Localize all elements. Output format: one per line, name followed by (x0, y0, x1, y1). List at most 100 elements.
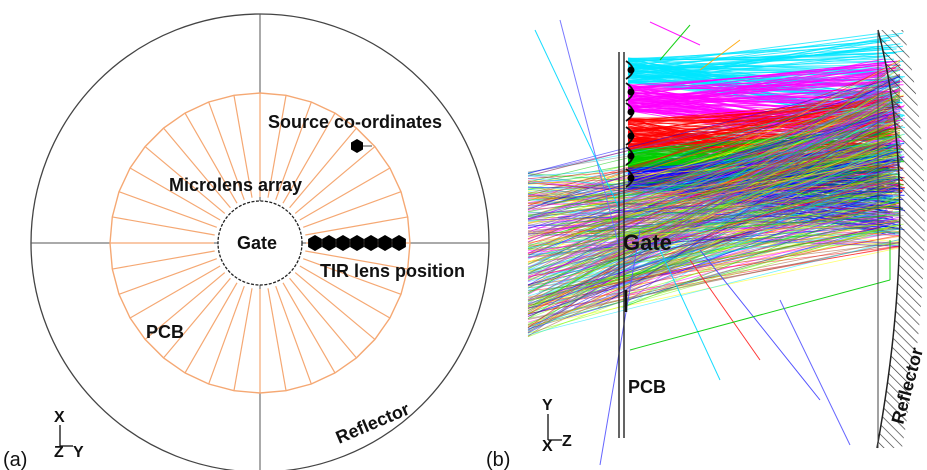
ray-line (599, 229, 641, 466)
ray-line (527, 241, 901, 320)
ray-line (599, 91, 890, 239)
led-source-column (624, 60, 635, 312)
microlens-segment-line (275, 101, 312, 200)
tir-lens-row (308, 235, 406, 251)
ray-line (559, 19, 621, 251)
microlens-segment-line (305, 216, 408, 236)
ray-line (527, 153, 901, 185)
tir-lens-hexagon (350, 235, 364, 251)
microlens-segment-line (282, 282, 336, 374)
ray-line (542, 112, 896, 204)
axis-triad-b: Y X Z (542, 397, 572, 455)
microlens-segment-line (289, 277, 357, 359)
ray-line (629, 279, 891, 351)
microlens-segment-line (112, 216, 215, 236)
ray-line (779, 299, 851, 446)
ray-line (585, 179, 886, 252)
tir-lens-hexagon (308, 235, 322, 251)
microlens-segment-line (305, 250, 408, 270)
ray-line (627, 63, 892, 89)
ray-line (612, 112, 898, 231)
microlens-segment-line (267, 288, 287, 391)
ray-line (627, 86, 896, 93)
microlens-segment-line (299, 265, 391, 319)
axis-z-label-b: Z (562, 433, 572, 450)
ray-line (534, 181, 897, 204)
tir-lens-hexagon (336, 235, 350, 251)
ray-line (596, 152, 900, 244)
ray-line (527, 221, 901, 330)
ray-line (627, 52, 896, 62)
ray-line (531, 112, 901, 231)
ray-line (595, 92, 883, 215)
microlens-outer-outline (109, 92, 411, 394)
panel-b-tag: (b) (486, 449, 510, 470)
ray-line (627, 32, 881, 67)
tir-lens-hexagon (322, 235, 336, 251)
ray-line (582, 223, 904, 290)
ray-line (527, 80, 901, 202)
ray-line (540, 94, 905, 213)
microlens-segment-line (289, 127, 357, 209)
ray-line (627, 67, 896, 95)
led-source-dot (627, 108, 635, 116)
source-coordinates-label: Source co-ordinates (268, 112, 442, 132)
pcb-label-a: PCB (146, 322, 184, 342)
microlens-segment-line (163, 277, 231, 359)
axis-z-label-a: Z (54, 444, 64, 461)
ray-line (627, 78, 891, 88)
microlens-segment-line (303, 258, 402, 295)
microlens-segment-line (144, 146, 226, 214)
tir-lens-hexagon (364, 235, 378, 251)
ray-line (627, 60, 895, 90)
ray-line (623, 224, 893, 236)
microlens-segment-line (184, 282, 238, 374)
ray-line (527, 84, 901, 243)
axis-y-label-b: Y (542, 397, 553, 414)
ray-line (527, 195, 901, 249)
ray-line (553, 133, 886, 204)
led-source-dot (627, 88, 635, 96)
microlens-segment-line (129, 167, 221, 221)
microlens-segment-line (267, 95, 287, 198)
panel-a-tag: (a) (3, 449, 27, 470)
ray-line (611, 115, 889, 300)
led-source-dot (627, 174, 635, 182)
microlens-segment-line (282, 112, 336, 204)
led-source-dot (627, 66, 635, 74)
gate-label: Gate (237, 233, 277, 253)
microlens-segment-line (184, 112, 238, 204)
ray-line (540, 144, 881, 207)
ray-line (587, 211, 901, 232)
reflector-surface (876, 29, 925, 449)
ray-line (545, 189, 898, 231)
axis-triad-a: X Z Y (54, 409, 84, 461)
ray-line (567, 95, 900, 231)
pcb-board (618, 52, 625, 438)
ray-line (527, 73, 901, 206)
ray-line (627, 62, 886, 108)
ray-line (608, 177, 896, 252)
axis-x-label-b: X (542, 438, 553, 455)
ray-line (585, 140, 890, 235)
ray-line (627, 67, 896, 86)
ray-line (555, 200, 882, 305)
microlens-segment-line (163, 127, 231, 209)
led-source-dot (627, 132, 635, 140)
microlens-segment-line (118, 191, 217, 228)
ray-line (627, 40, 887, 63)
led-source-dot (627, 152, 635, 160)
ray-line (548, 148, 902, 289)
microlens-segment-line (294, 272, 376, 340)
gate-label-b: Gate (623, 230, 672, 255)
ray-line (623, 224, 897, 305)
source-coordinate-marker (351, 139, 372, 153)
microlens-segment-line (233, 288, 253, 391)
ray-line (627, 41, 886, 70)
ray-line (699, 249, 821, 401)
ray-line (609, 220, 900, 267)
ray-line (527, 213, 901, 324)
microlens-segment-line (233, 95, 253, 198)
ray-line (608, 219, 898, 282)
ray-line (659, 249, 721, 381)
